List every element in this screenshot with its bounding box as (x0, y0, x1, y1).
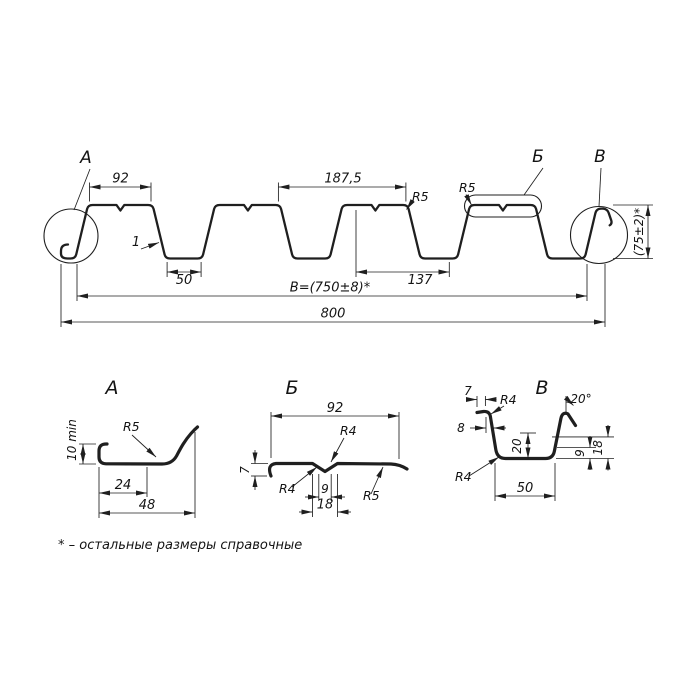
radius-label-r5-right: R5 (459, 180, 476, 195)
view-label-v: В (594, 147, 606, 167)
dim-20: 20 (510, 438, 524, 454)
dim-top-flange-width: 92 (112, 172, 129, 187)
leader-v (598, 167, 602, 207)
dim-bottom-flat: 50 (176, 273, 193, 288)
dim-7: 7 (238, 466, 252, 474)
detail-a-outline (97, 425, 200, 466)
dim-137: 137 (408, 273, 434, 288)
radius-label-r4-left: R4 (455, 469, 472, 484)
dim-thickness: 1 (132, 235, 140, 250)
dim-24: 24 (115, 478, 132, 493)
dim-18: 18 (591, 440, 605, 456)
detail-a-circle (43, 208, 99, 264)
leader-r5 (131, 434, 157, 458)
radius-label-r4-top: R4 (340, 423, 357, 438)
leader-r4-top (490, 405, 505, 415)
leader-a (73, 168, 91, 211)
detail-v-view: В 7 R4 8 R4 20° 20 9 18 (455, 377, 614, 501)
leader-thickness (140, 242, 160, 250)
dim-9: 9 (321, 482, 329, 496)
radius-label-r5: R5 (123, 419, 140, 434)
detail-a-title: А (104, 377, 119, 399)
dim-lip-height: 10 min (65, 419, 79, 461)
dim-overall-width: 800 (321, 307, 346, 322)
leader-r4-left (291, 466, 318, 488)
radius-label-r5-left: R5 (412, 189, 429, 204)
detail-b-outline (267, 461, 409, 478)
dim-height: (75±2)* (632, 208, 646, 256)
dim-angle: 20° (570, 392, 591, 406)
dim-48: 48 (139, 498, 156, 513)
main-view: А Б В 92 187,5 R5 R5 (75±2)* 1 50 (43, 147, 653, 327)
dim-8: 8 (457, 421, 465, 435)
radius-label-r4-left: R4 (279, 481, 296, 496)
view-label-b: Б (532, 147, 544, 167)
leader-r5 (370, 466, 384, 495)
detail-b-callout (463, 194, 543, 218)
dim-18: 18 (317, 498, 334, 513)
leader-b (523, 167, 544, 196)
angle-arc (563, 395, 574, 406)
detail-b-title: Б (285, 377, 298, 399)
radius-label-r4-top: R4 (500, 392, 517, 407)
profile-outline (59, 203, 613, 260)
radius-label-r5: R5 (363, 488, 380, 503)
detail-b-view: Б 92 R4 7 R4 9 18 R5 (238, 377, 409, 517)
detail-v-title: В (535, 377, 548, 399)
view-label-a: А (79, 148, 92, 168)
dim-pitch: 187,5 (324, 172, 361, 187)
leader-r5-left (406, 199, 415, 210)
dim-7: 7 (464, 384, 472, 398)
dim-9: 9 (573, 449, 587, 457)
dim-50: 50 (517, 481, 534, 496)
dim-width-92: 92 (327, 401, 344, 416)
detail-v-outline (475, 409, 578, 461)
dim-working-width: B=(750±8)* (290, 281, 371, 296)
footnote: * – остальные размеры справочные (58, 538, 302, 553)
leader-r5-right (464, 194, 472, 206)
leader-r4-left (468, 456, 500, 477)
detail-v-circle (569, 205, 629, 265)
detail-a-view: А 10 min R5 24 48 (65, 377, 200, 518)
leader-r4-top (330, 437, 345, 463)
